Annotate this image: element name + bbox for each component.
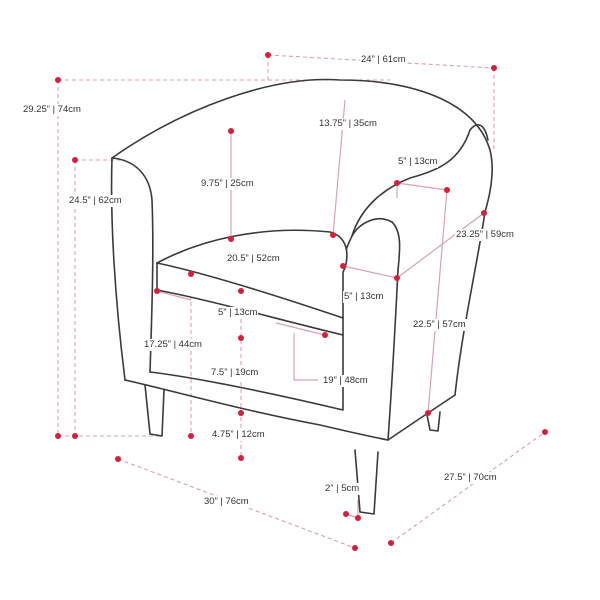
leg-height-label: 4.75” | 12cm — [211, 429, 266, 441]
marker — [238, 288, 244, 294]
marker — [188, 433, 194, 439]
back-height-label: 13.75” | 35cm — [318, 118, 378, 130]
marker — [154, 288, 160, 294]
left-arm-front — [111, 157, 154, 373]
overall-depth-line — [390, 431, 546, 544]
chair-base-front — [124, 379, 389, 441]
total-height-label: 29.25” | 74cm — [22, 104, 82, 116]
marker — [330, 232, 336, 238]
marker — [72, 433, 78, 439]
marker — [265, 52, 271, 58]
seat-width-label: 19” | 48cm — [322, 375, 369, 387]
marker — [55, 77, 61, 83]
right-arm-top — [351, 124, 489, 237]
seat-width-line — [275, 322, 326, 336]
marker — [238, 410, 244, 416]
inner-depth-line — [427, 189, 448, 414]
leg-width-label: 2” | 5cm — [324, 483, 361, 495]
arm-depth-line — [396, 212, 485, 279]
base-height-label: 7.5” | 19cm — [210, 367, 260, 379]
dimension-markers — [55, 52, 548, 551]
marker — [425, 410, 431, 416]
overall-depth-label: 27.5” | 70cm — [443, 472, 498, 484]
top-width-label: 24” | 61cm — [360, 54, 407, 66]
right-arm-front-roll — [351, 218, 401, 271]
seat-cushion-edge — [156, 262, 344, 319]
marker — [238, 335, 244, 341]
arm-width-front-label: 5” | 13cm — [343, 291, 385, 303]
arm-depth-label: 23.25” | 59cm — [455, 229, 515, 241]
marker — [55, 433, 61, 439]
marker — [228, 128, 234, 134]
overall-width-label: 30” | 76cm — [203, 496, 250, 508]
chair-back-top — [111, 78, 493, 213]
marker — [115, 456, 121, 462]
left-arm-outer — [110, 157, 126, 381]
marker — [322, 332, 328, 338]
cushion-thickness-label: 5” | 13cm — [217, 307, 259, 319]
leg-front-left — [144, 384, 165, 437]
leg-front-right — [354, 449, 379, 515]
marker — [352, 545, 358, 551]
marker — [542, 429, 548, 435]
leg-back-right — [426, 411, 441, 432]
arm-width-top-label: 5” | 13cm — [397, 156, 439, 168]
marker — [481, 210, 487, 216]
arm-width-top-line — [396, 182, 448, 191]
marker — [238, 455, 244, 461]
marker — [228, 236, 234, 242]
seat-height-label: 17.25” | 44cm — [143, 339, 203, 351]
right-side-bottom — [387, 394, 456, 441]
cushion-thickness-line — [156, 290, 192, 301]
seat-cushion — [156, 229, 348, 336]
arm-width-front-line — [342, 265, 398, 279]
seat-to-back-label: 9.75” | 25cm — [200, 178, 255, 190]
marker — [188, 271, 194, 277]
marker — [72, 157, 78, 163]
inner-depth-label: 22.5” | 57cm — [412, 319, 467, 331]
marker — [444, 187, 450, 193]
marker — [355, 515, 361, 521]
marker — [340, 263, 346, 269]
marker — [388, 540, 394, 546]
marker — [394, 275, 400, 281]
marker — [394, 180, 400, 186]
marker — [491, 65, 497, 71]
marker — [343, 511, 349, 517]
chair-front-panel — [149, 334, 344, 411]
arm-height-label: 24.5” | 62cm — [68, 195, 123, 207]
seat-depth-label: 20.5” | 52cm — [226, 253, 281, 265]
chair-outline — [110, 78, 493, 515]
right-arm-front-edge — [387, 269, 399, 441]
